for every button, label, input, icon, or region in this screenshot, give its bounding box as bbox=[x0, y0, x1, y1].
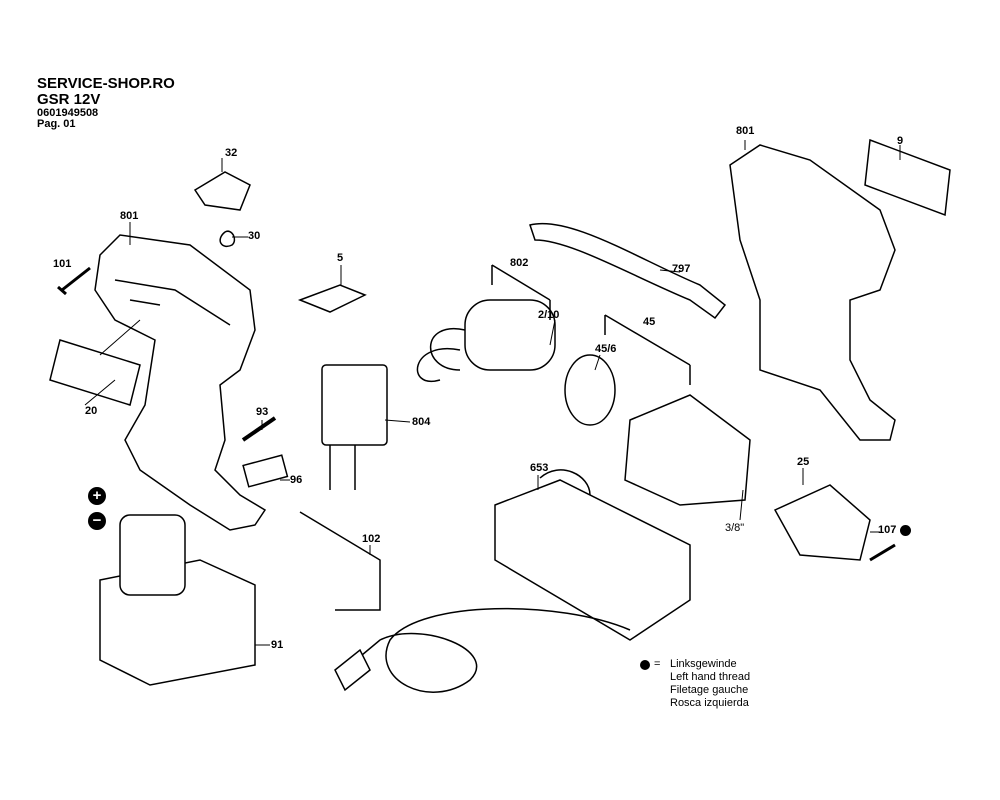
shop-name: SERVICE-SHOP.RO bbox=[37, 75, 175, 92]
part-label-20: 20 bbox=[85, 405, 98, 417]
part-label-802: 802 bbox=[510, 257, 529, 269]
legend-line-es: Rosca izquierda bbox=[670, 697, 749, 709]
part-label-801-right: 801 bbox=[736, 125, 755, 137]
legend-line-fr: Filetage gauche bbox=[670, 684, 749, 696]
bit-clip bbox=[242, 454, 289, 488]
right-housing-half bbox=[729, 144, 896, 441]
power-cord bbox=[349, 607, 631, 693]
chuck bbox=[773, 484, 871, 561]
left-housing-half bbox=[94, 234, 267, 531]
part-label-102: 102 bbox=[362, 533, 381, 545]
part-label-653: 653 bbox=[530, 462, 549, 474]
belt-clip bbox=[529, 222, 727, 320]
switch-slider bbox=[297, 284, 367, 313]
ring-gear bbox=[564, 354, 616, 426]
part-label-45-6: 45/6 bbox=[595, 343, 617, 355]
part-number: 0601949508 bbox=[37, 106, 99, 119]
part-label-107: 107 bbox=[878, 524, 897, 536]
legend: = Linksgewinde Left hand thread Filetage… bbox=[640, 658, 750, 710]
switch-cover bbox=[193, 171, 251, 211]
plug bbox=[334, 648, 371, 692]
part-label-797: 797 bbox=[672, 263, 691, 275]
part-label-2-10: 2/10 bbox=[538, 309, 560, 321]
bit bbox=[241, 416, 277, 442]
part-label-30: 30 bbox=[248, 230, 261, 242]
part-label-32: 32 bbox=[225, 147, 238, 159]
part-label-96: 96 bbox=[290, 474, 303, 486]
battery-plus-icon: + bbox=[88, 487, 106, 505]
legend-line-en: Left hand thread bbox=[670, 671, 751, 683]
part-label-5: 5 bbox=[337, 252, 344, 264]
diagram-header: SERVICE-SHOP.RO GSR 12V 0601949508 Pag. … bbox=[37, 76, 175, 131]
nameplate-left bbox=[49, 339, 141, 406]
part-label-45: 45 bbox=[643, 316, 656, 328]
screw-107 bbox=[869, 543, 896, 562]
gearbox bbox=[624, 394, 751, 506]
battery-minus-icon: − bbox=[88, 512, 106, 530]
part-label-93: 93 bbox=[256, 406, 269, 418]
screw-101 bbox=[57, 266, 91, 296]
switch-unit bbox=[321, 364, 388, 446]
legend-equals: = bbox=[654, 658, 661, 670]
page-number: Pag. 01 bbox=[37, 118, 76, 131]
nameplate-right bbox=[864, 138, 951, 217]
part-label-25: 25 bbox=[797, 456, 810, 468]
motor bbox=[464, 299, 556, 371]
spring bbox=[219, 230, 236, 247]
legend-line-de: Linksgewinde bbox=[670, 658, 737, 670]
part-label-9: 9 bbox=[897, 135, 904, 147]
part-label-3-8: 3/8" bbox=[725, 522, 745, 534]
left-hand-thread-dot-icon bbox=[640, 660, 650, 670]
charger bbox=[494, 479, 691, 641]
hook-wire bbox=[299, 511, 381, 611]
part-label-101: 101 bbox=[53, 258, 72, 270]
part-label-801-left: 801 bbox=[120, 210, 139, 222]
model-name: GSR 12V bbox=[37, 90, 101, 108]
left-hand-thread-marker bbox=[900, 525, 911, 536]
part-label-91: 91 bbox=[271, 639, 284, 651]
part-label-804: 804 bbox=[412, 416, 431, 428]
